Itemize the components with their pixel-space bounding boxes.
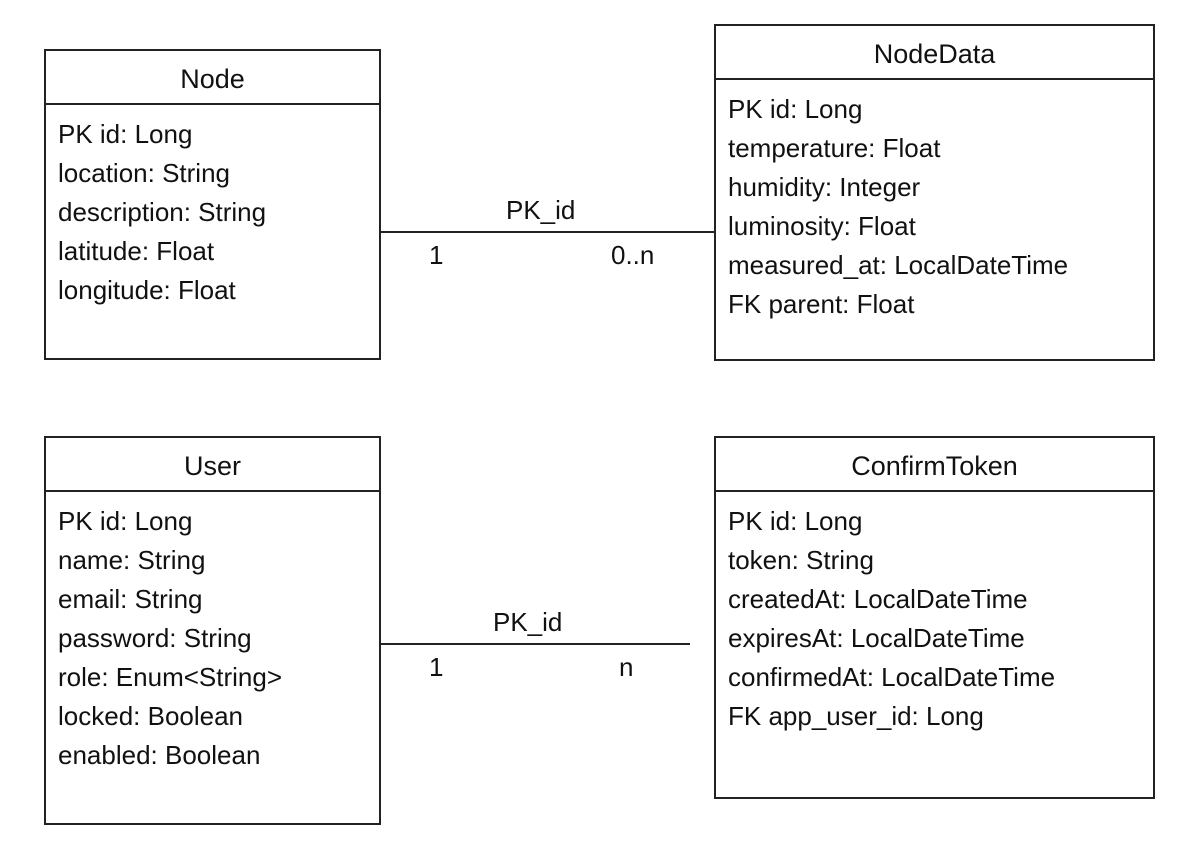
relation-label: PK_id xyxy=(506,195,576,225)
attribute-list: PK id: Long name: String email: String p… xyxy=(46,492,379,775)
attribute-item: humidity: Integer xyxy=(728,172,921,202)
attribute-item: token: String xyxy=(728,545,874,575)
attribute-item: password: String xyxy=(58,623,252,653)
attribute-item: locked: Boolean xyxy=(58,701,244,731)
attribute-item: PK id: Long xyxy=(58,119,193,149)
attribute-item: description: String xyxy=(58,197,267,227)
relation-line-node-nodedata xyxy=(381,231,714,233)
attribute-item: email: String xyxy=(58,584,203,614)
entity-confirmtoken: ConfirmToken PK id: Long token: String c… xyxy=(714,436,1155,799)
entity-title: NodeData xyxy=(716,26,1153,80)
relation-source-cardinality: 1 xyxy=(429,652,444,682)
entity-user: User PK id: Long name: String email: Str… xyxy=(44,436,381,825)
attribute-item: PK id: Long xyxy=(728,506,863,536)
attribute-item: PK id: Long xyxy=(58,506,193,536)
entity-title: User xyxy=(46,438,379,492)
attribute-item: name: String xyxy=(58,545,206,575)
attribute-item: longitude: Float xyxy=(58,275,236,305)
attribute-list: PK id: Long location: String description… xyxy=(46,105,379,310)
attribute-item: role: Enum<String> xyxy=(58,662,283,692)
relation-source-cardinality: 1 xyxy=(429,240,444,270)
attribute-item: measured_at: LocalDateTime xyxy=(728,250,1069,280)
attribute-item: confirmedAt: LocalDateTime xyxy=(728,662,1056,692)
entity-title: ConfirmToken xyxy=(716,438,1153,492)
entity-nodedata: NodeData PK id: Long temperature: Float … xyxy=(714,24,1155,361)
attribute-item: FK parent: Float xyxy=(728,289,915,319)
attribute-item: latitude: Float xyxy=(58,236,215,266)
entity-node: Node PK id: Long location: String descri… xyxy=(44,49,381,360)
attribute-item: createdAt: LocalDateTime xyxy=(728,584,1028,614)
attribute-item: location: String xyxy=(58,158,230,188)
relation-target-cardinality: n xyxy=(619,652,634,682)
attribute-item: PK id: Long xyxy=(728,94,863,124)
attribute-item: expiresAt: LocalDateTime xyxy=(728,623,1025,653)
entity-title: Node xyxy=(46,51,379,105)
attribute-list: PK id: Long temperature: Float humidity:… xyxy=(716,80,1153,324)
attribute-item: FK app_user_id: Long xyxy=(728,701,984,731)
relation-line-user-confirmtoken xyxy=(381,643,690,645)
attribute-list: PK id: Long token: String createdAt: Loc… xyxy=(716,492,1153,736)
attribute-item: temperature: Float xyxy=(728,133,941,163)
attribute-item: enabled: Boolean xyxy=(58,740,261,770)
relation-target-cardinality: 0..n xyxy=(611,240,655,270)
relation-label: PK_id xyxy=(493,607,563,637)
attribute-item: luminosity: Float xyxy=(728,211,916,241)
